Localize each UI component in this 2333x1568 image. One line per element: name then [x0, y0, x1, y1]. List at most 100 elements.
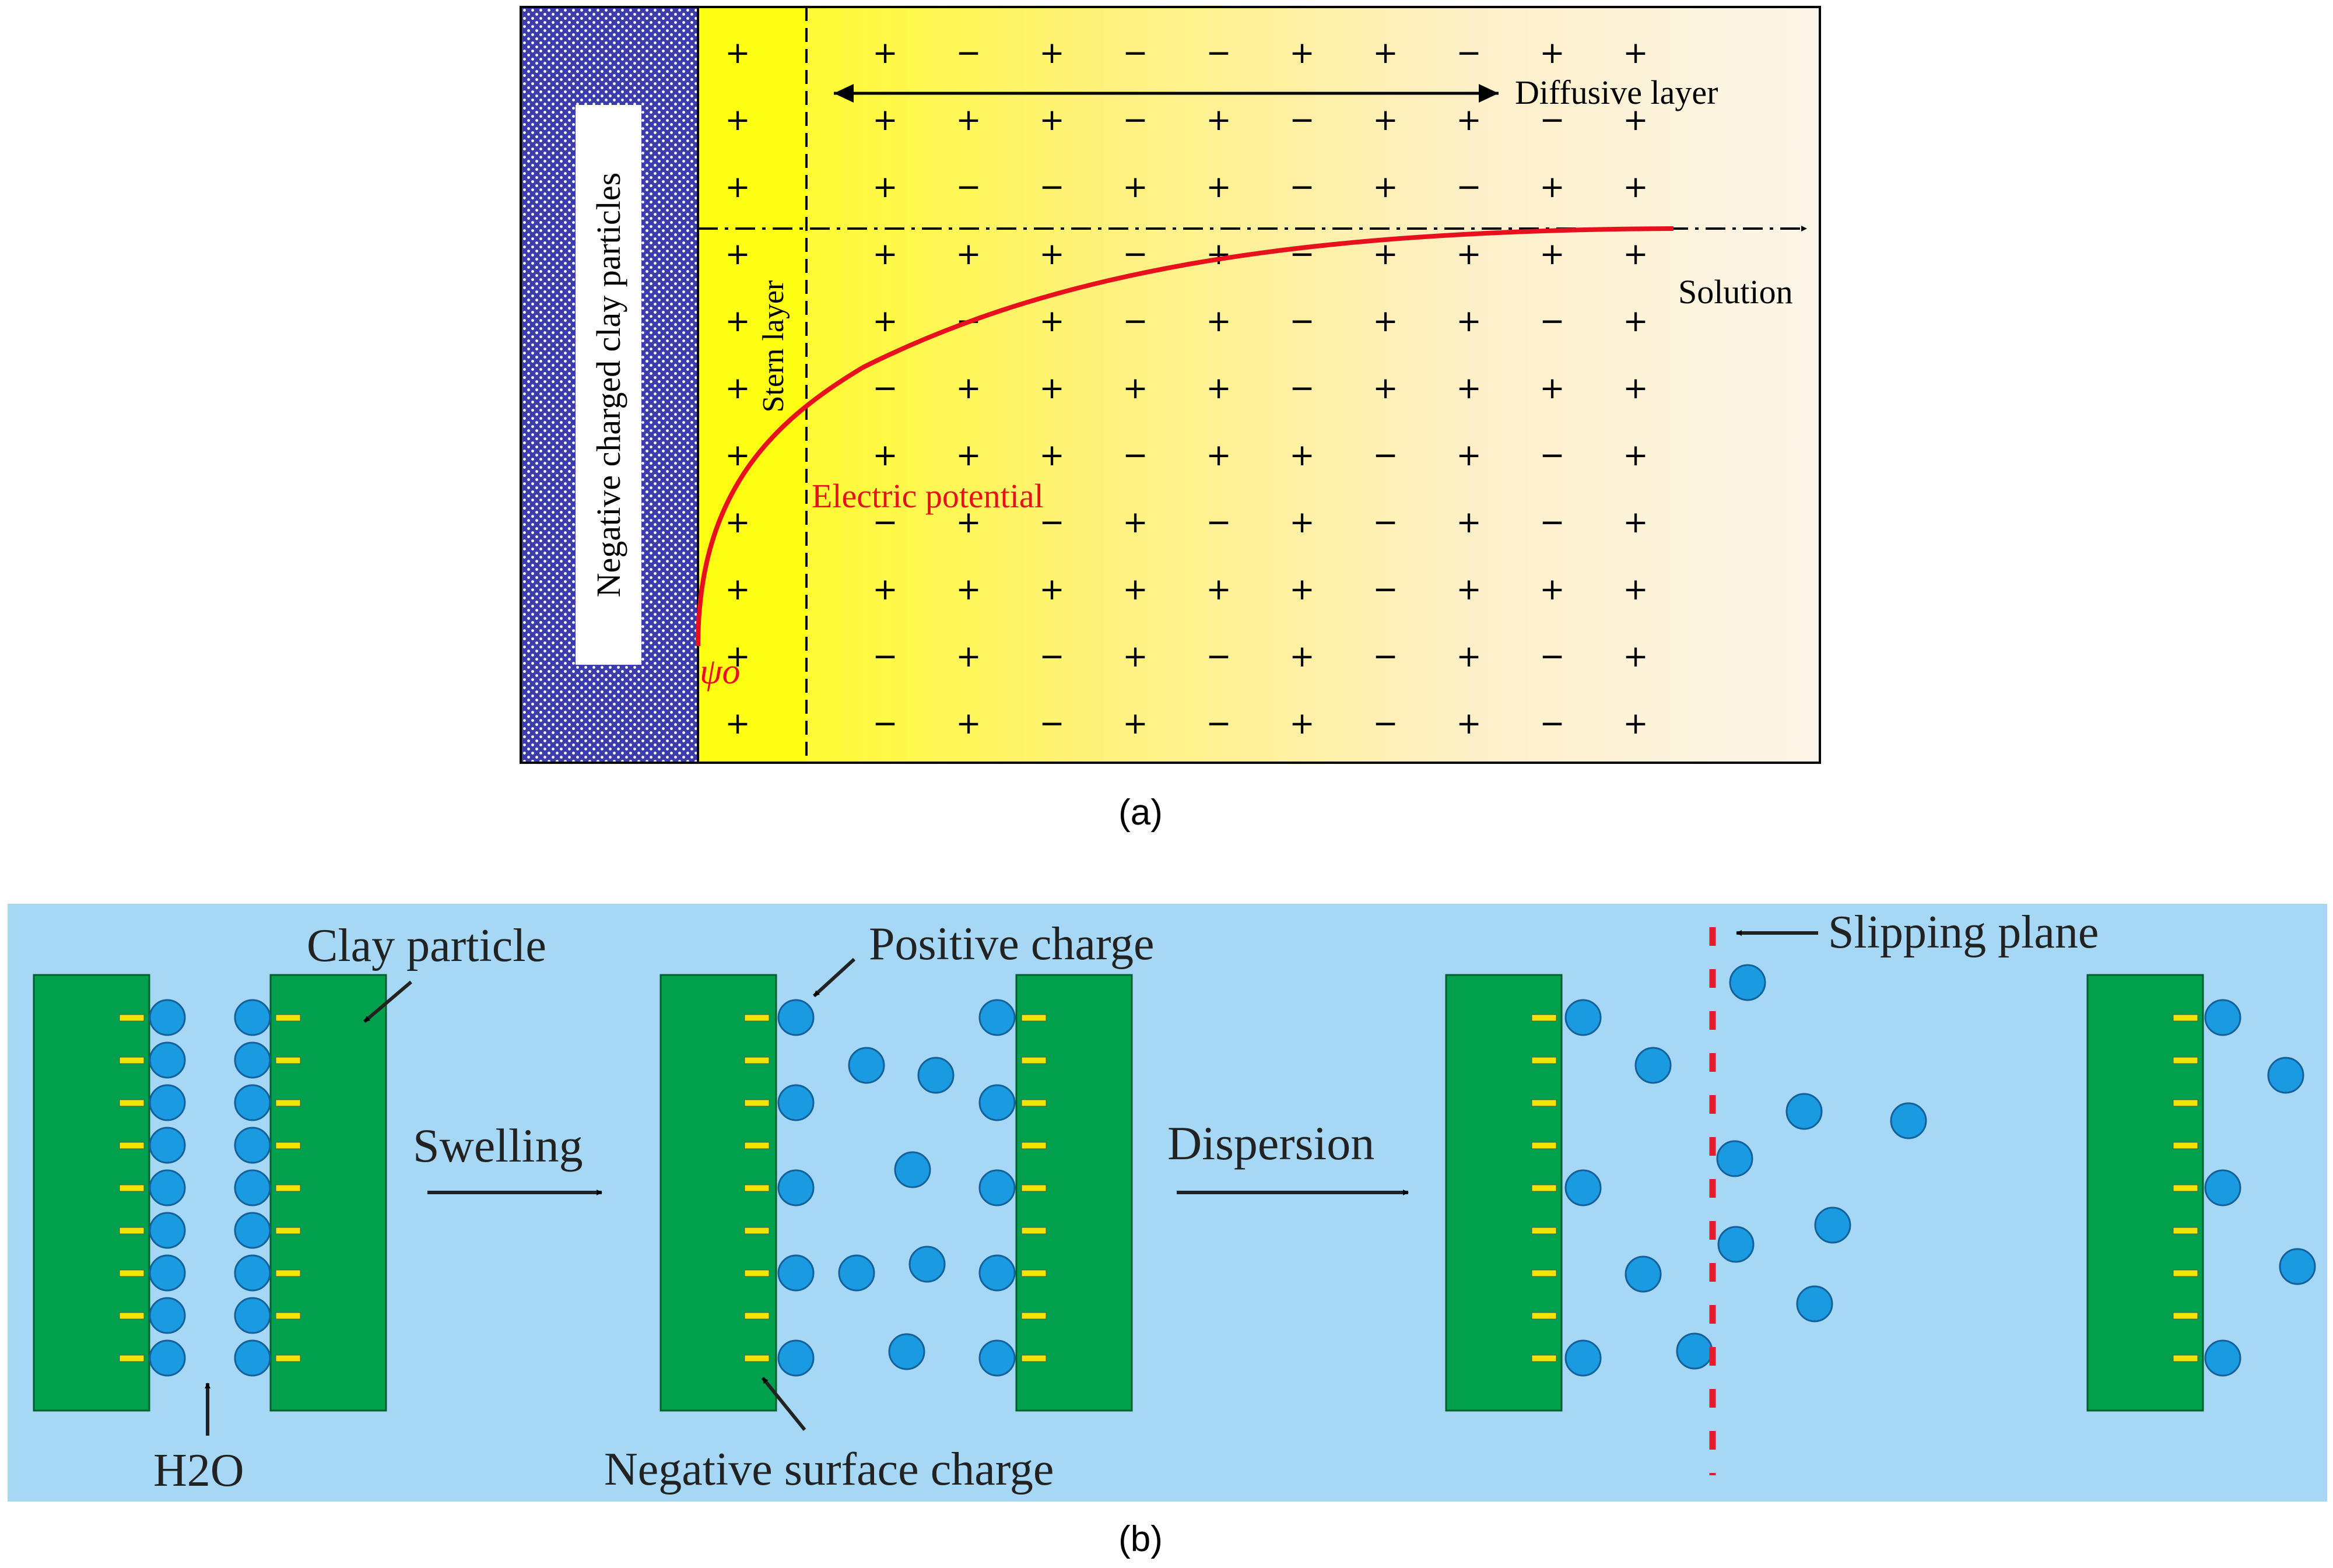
negative-surface-mark — [119, 1269, 145, 1277]
water-ion — [149, 1212, 186, 1249]
charge-mark: + — [1456, 237, 1482, 272]
negative-surface-mark — [2173, 1227, 2198, 1234]
negative-surface-mark — [275, 1099, 301, 1107]
charge-mark: + — [725, 572, 750, 607]
charge-mark: − — [1539, 103, 1565, 138]
charge-mark: − — [872, 505, 898, 540]
charge-mark: + — [956, 237, 981, 272]
charge-mark: − — [1373, 505, 1398, 540]
charge-mark: + — [1039, 103, 1065, 138]
charge-mark: + — [1206, 304, 1232, 339]
charge-mark: − — [956, 36, 981, 71]
water-ion — [978, 1169, 1016, 1206]
charge-mark: + — [1623, 639, 1648, 674]
water-ion — [848, 1047, 885, 1084]
charge-mark: − — [956, 170, 981, 205]
charge-mark: − — [1539, 706, 1565, 741]
charge-mark: − — [872, 706, 898, 741]
charge-mark: − — [1289, 103, 1315, 138]
charge-mark: − — [1122, 438, 1148, 473]
negative-surface-mark — [275, 1312, 301, 1320]
negative-surface-mark — [2173, 1142, 2198, 1149]
charge-mark: + — [872, 103, 898, 138]
negative-surface-mark — [119, 1355, 145, 1362]
negative-surface-mark — [119, 1142, 145, 1149]
negative-surface-mark — [2173, 1312, 2198, 1320]
charge-mark: + — [956, 706, 981, 741]
water-ion — [149, 1254, 186, 1292]
water-ion — [1796, 1285, 1833, 1323]
negative-surface-mark — [1021, 1057, 1047, 1064]
negative-surface-mark — [744, 1014, 770, 1022]
water-ion — [234, 1041, 271, 1079]
negative-surface-mark — [1531, 1057, 1557, 1064]
water-ion — [1890, 1102, 1927, 1139]
water-ion — [234, 1127, 271, 1164]
charge-mark: − — [1206, 505, 1232, 540]
psi-label: ψo — [700, 652, 741, 692]
charge-mark: + — [1623, 36, 1648, 71]
charge-mark: − — [1289, 304, 1315, 339]
charge-mark: + — [956, 572, 981, 607]
water-ion — [234, 1169, 271, 1206]
negative-surface-mark — [119, 1312, 145, 1320]
charge-mark: + — [956, 438, 981, 473]
charge-mark: + — [1122, 371, 1148, 406]
clay-particle — [1445, 974, 1563, 1412]
negative-surface-mark — [2173, 1099, 2198, 1107]
charge-mark: + — [1039, 304, 1065, 339]
water-ions — [149, 964, 2316, 1377]
negative-pointer-arrow — [761, 1377, 806, 1431]
charge-mark: + — [1623, 170, 1648, 205]
clay-particles — [33, 974, 2204, 1412]
charge-mark: + — [956, 371, 981, 406]
charge-mark: + — [1373, 170, 1398, 205]
negative-charge-label: Negative surface charge — [604, 1444, 1054, 1495]
charge-mark: + — [1206, 170, 1232, 205]
charge-mark: − — [1122, 36, 1148, 71]
charge-mark: + — [1539, 572, 1565, 607]
charge-mark: − — [872, 639, 898, 674]
charge-mark: + — [956, 505, 981, 540]
clay-particle — [659, 974, 777, 1412]
charge-mark: − — [1373, 706, 1398, 741]
charge-mark: − — [1539, 639, 1565, 674]
charge-mark: + — [1623, 237, 1648, 272]
charge-mark: + — [1539, 237, 1565, 272]
water-ion — [1716, 1140, 1753, 1177]
water-ion — [234, 1339, 271, 1377]
charge-grid: + + − + − − + + − + + + + + + − + − + + − + + + − − + + − + − + + + + + + − + −… — [725, 36, 1648, 741]
water-ion — [2204, 1339, 2241, 1377]
charge-mark: − — [1122, 237, 1148, 272]
negative-surface-mark — [2173, 1269, 2198, 1277]
charge-mark: − — [1206, 706, 1232, 741]
charge-mark: + — [1623, 304, 1648, 339]
negative-surface-mark — [119, 1014, 145, 1022]
charge-mark: + — [1289, 36, 1315, 71]
water-ion — [234, 1297, 271, 1334]
charge-mark: + — [1456, 371, 1482, 406]
water-ion — [894, 1151, 931, 1188]
charge-mark: + — [1373, 304, 1398, 339]
charge-mark: + — [1456, 438, 1482, 473]
charge-mark: + — [1623, 371, 1648, 406]
charge-mark: + — [1539, 170, 1565, 205]
panel-a: Negative charged clay particles ++−+−−++… — [520, 6, 1821, 833]
negative-surface-mark — [119, 1227, 145, 1234]
water-ion — [234, 1254, 271, 1292]
caption-a: (a) — [1118, 792, 1163, 833]
water-label-text: H2O — [153, 1445, 244, 1496]
negative-surface-mark — [2173, 1057, 2198, 1064]
panel-b-background — [8, 904, 2327, 1502]
negative-surface-mark — [744, 1099, 770, 1107]
charge-mark: − — [1289, 170, 1315, 205]
water-ion — [1564, 999, 1602, 1036]
negative-surface-mark — [1021, 1269, 1047, 1277]
negative-surface-mark — [744, 1355, 770, 1362]
clay-particle — [33, 974, 150, 1412]
charge-mark: + — [1289, 505, 1315, 540]
charge-mark: − — [1456, 36, 1482, 71]
negative-surface-mark — [275, 1184, 301, 1192]
charge-mark: − — [1039, 170, 1065, 205]
charge-mark: + — [1289, 706, 1315, 741]
